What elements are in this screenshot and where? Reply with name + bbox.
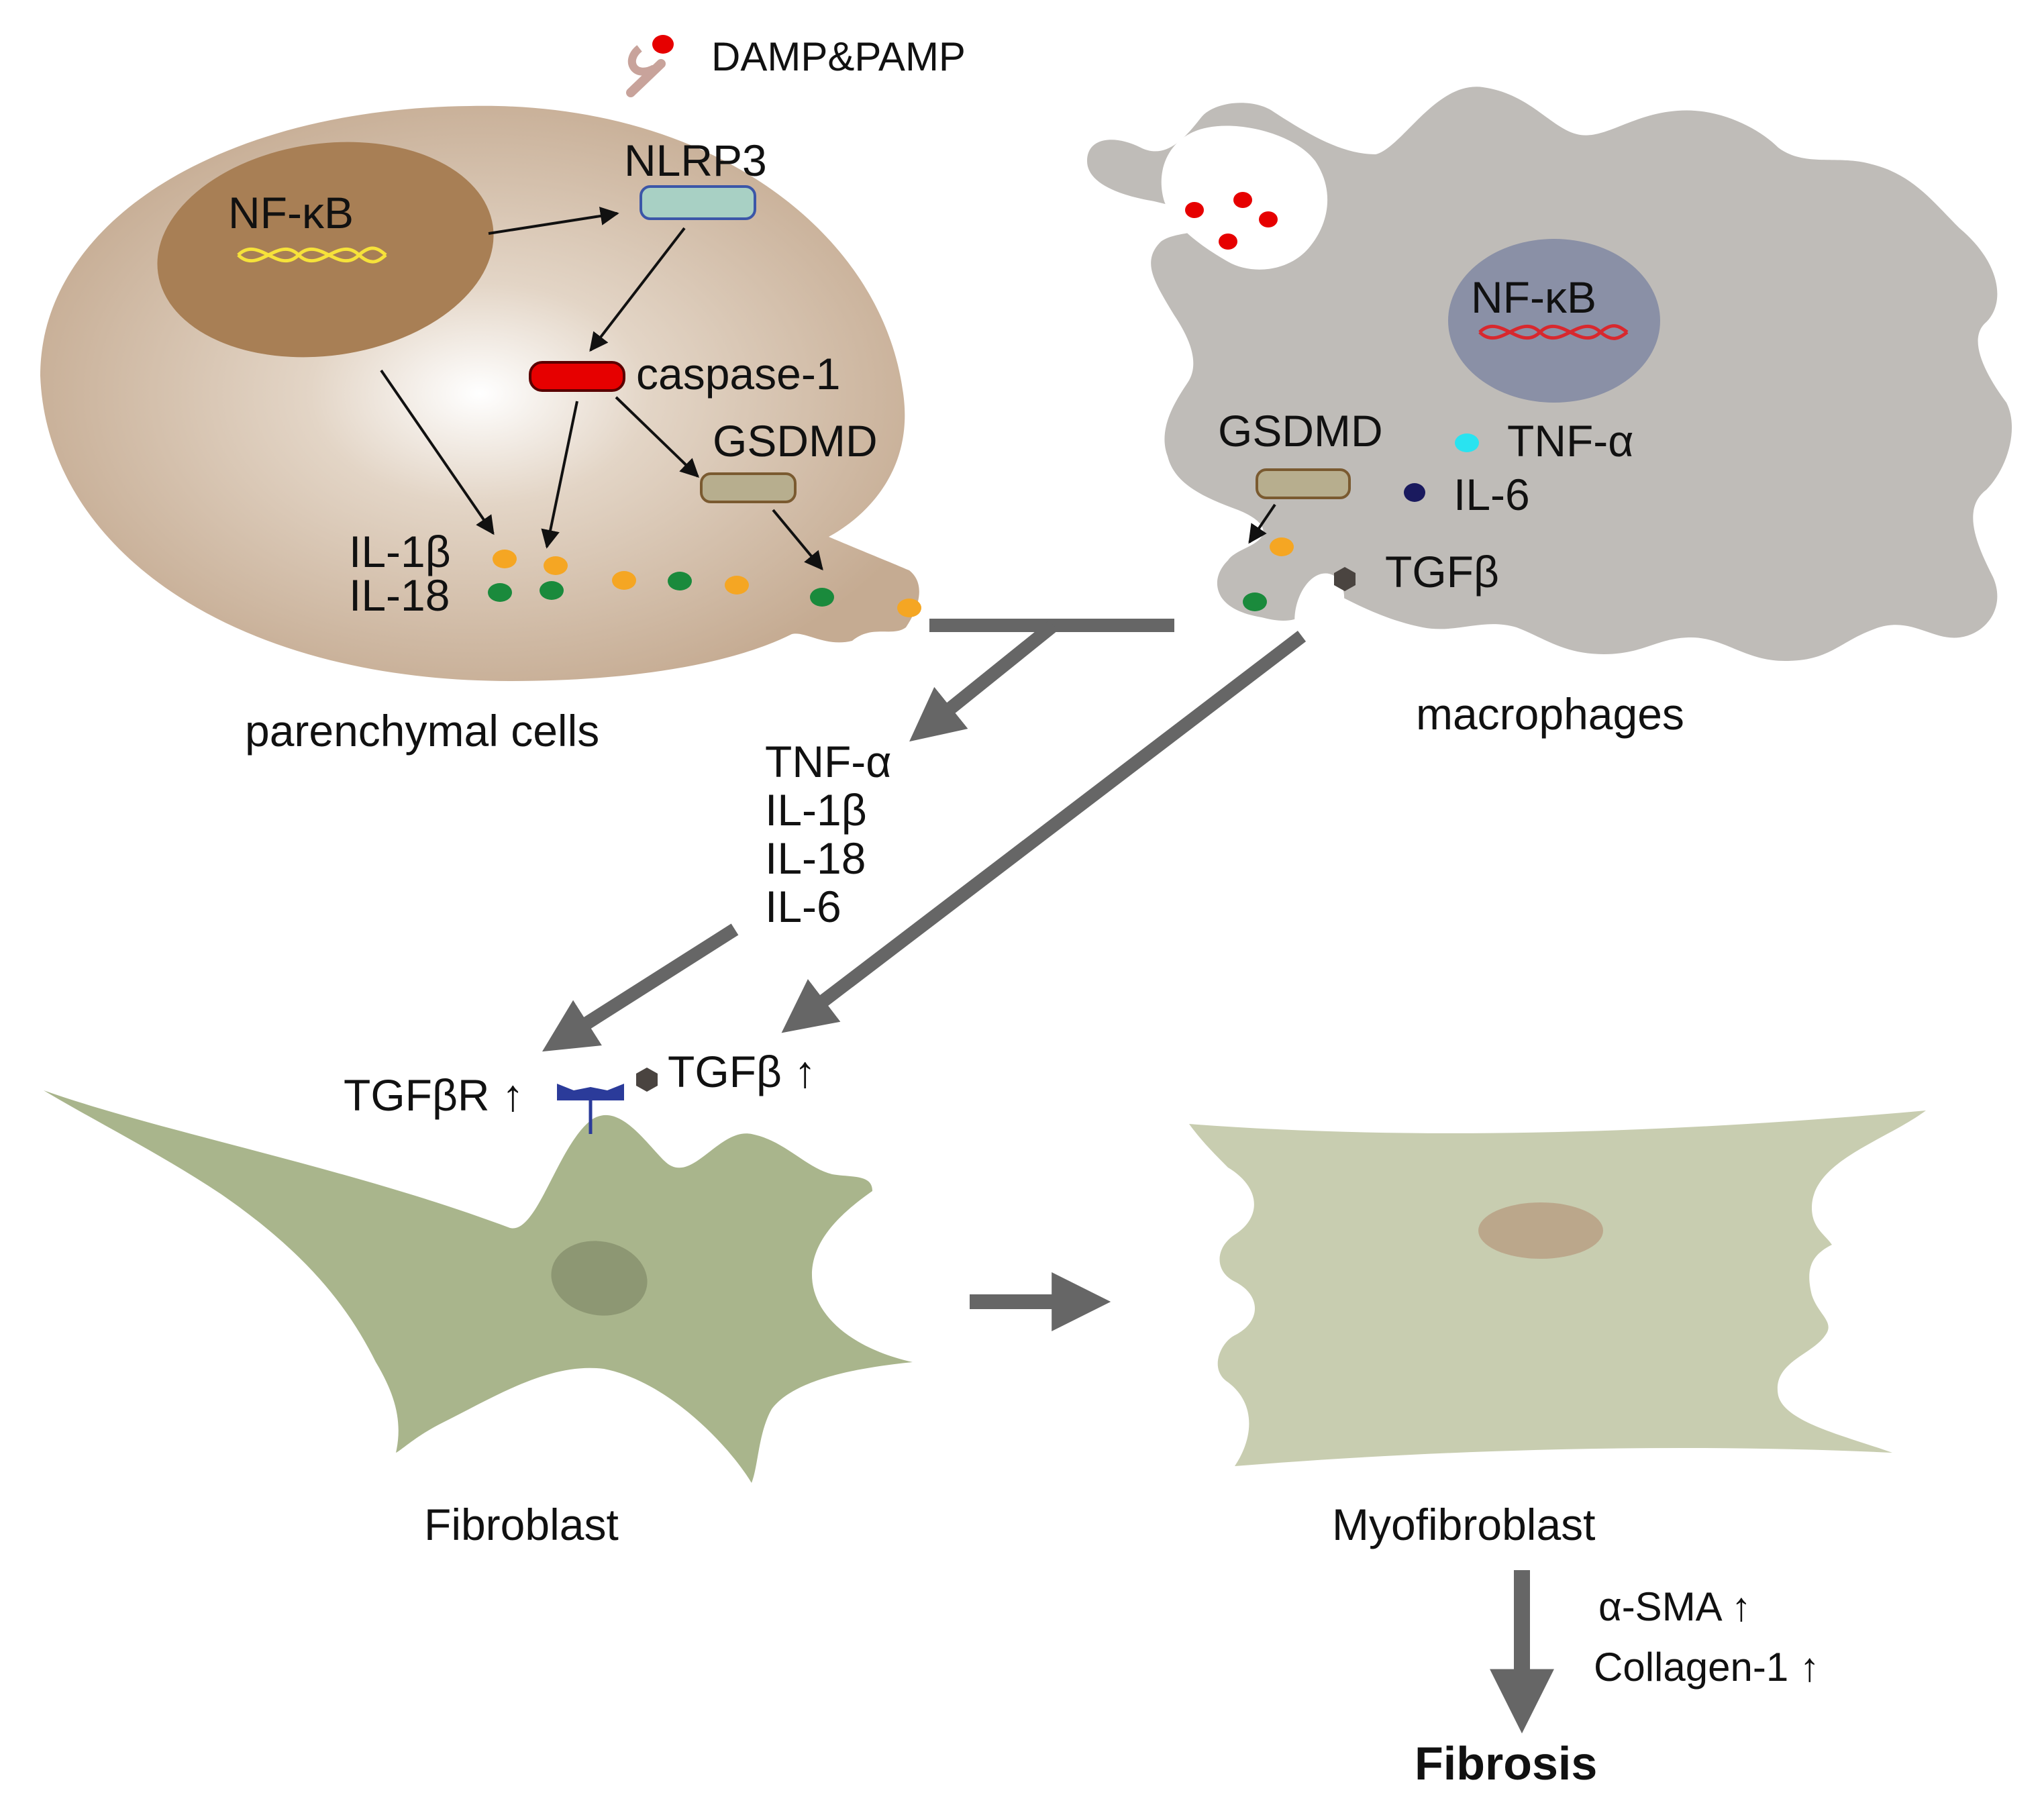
il1b-dot (612, 571, 636, 590)
cytokine-list-item: IL-18 (765, 833, 866, 883)
il18-label: IL-18 (349, 570, 450, 620)
il18-dot (488, 583, 512, 602)
nlrp3-label: NLRP3 (624, 136, 767, 185)
dna-helix-icon (237, 246, 387, 264)
cytokine-list-item: IL-6 (765, 882, 841, 931)
myofibroblast-marker-collagen: Collagen-1 ↑ (1594, 1645, 1820, 1690)
myofibroblast-marker-asma: α-SMA ↑ (1598, 1584, 1751, 1629)
y-receptor-icon (557, 1084, 624, 1134)
dna-helix-icon (1478, 324, 1629, 340)
arrow-gsdmd-to-pore (772, 509, 823, 571)
macrophage-nfkb-label: NF-κB (1471, 272, 1596, 322)
cytokine-list-item: IL-1β (765, 785, 867, 835)
pathogen-dots (1185, 192, 1278, 250)
arrow-nfkb-to-nlrp3 (488, 207, 619, 235)
il18-dot (1243, 592, 1267, 611)
arrow-caspase-to-gsdmd (615, 396, 700, 478)
il1b-dot (1270, 537, 1294, 556)
tnfa-dot (1455, 433, 1479, 452)
il18-dot (668, 572, 692, 590)
fibroblast-body (44, 1090, 913, 1483)
parenchymal-gsdmd-label: GSDMD (713, 416, 878, 466)
il1b-dot (897, 599, 921, 617)
il1b-label: IL-1β (349, 527, 451, 576)
macrophage-tgfb-label: TGFβ (1385, 547, 1499, 597)
il1b-dot (493, 550, 517, 568)
macrophage-secretion-pore (1294, 573, 1345, 633)
fibroblast-caption: Fibroblast (424, 1500, 619, 1549)
myofibroblast-body (1189, 1111, 1926, 1466)
macrophage-cell: NF-κB GSDMD TNF-α IL-6 TGFβ macrophages (1087, 87, 2012, 739)
caspase-1-label: caspase-1 (636, 349, 841, 399)
macrophage-gsdmd-label: GSDMD (1218, 406, 1383, 456)
macrophage-caption: macrophages (1416, 689, 1684, 739)
parenchymal-nucleus (157, 142, 494, 358)
parenchymal-gsdmd-box (700, 472, 797, 503)
myofibroblast-nucleus (1478, 1202, 1603, 1259)
il6-dot (1404, 483, 1425, 502)
macrophage-gsdmd-box (1256, 468, 1351, 499)
arrow-to-cytokines (909, 620, 1058, 742)
fibroblast-cell: TGFβR ↑ TGFβ ↑ Fibroblast (44, 1047, 913, 1549)
arrow-gsdmd-to-pore-mac (1248, 503, 1276, 544)
arrow-nfkb-to-il1b (380, 369, 495, 535)
myofibroblast-caption: Myofibroblast (1332, 1500, 1596, 1549)
cytokine-dots (488, 550, 921, 617)
arrow-caspase-to-il1b (541, 401, 578, 549)
damp-pamp-label: DAMP&PAMP (711, 34, 966, 79)
macrophage-il6-label: IL-6 (1453, 470, 1530, 519)
arrow-macrophage-to-tgfb (781, 631, 1307, 1033)
il18-dot (540, 581, 564, 600)
macrophage-tnfa-label: TNF-α (1507, 416, 1633, 466)
fibroblast-nucleus (551, 1241, 648, 1316)
il1b-dot (544, 556, 568, 575)
parenchymal-cell: NF-κB NLRP3 caspase-1 GSDMD IL-1β IL-18 (40, 34, 966, 756)
il18-dot (810, 588, 834, 607)
macrophage-nucleus (1448, 239, 1660, 403)
caspase-1-box (529, 361, 625, 392)
myofibroblast-cell: Myofibroblast α-SMA ↑ Collagen-1 ↑ (1189, 1111, 1926, 1690)
fibroblast-tgfb-label: TGFβ ↑ (668, 1047, 816, 1096)
ligand-receptor-icon (626, 35, 674, 97)
arrow-cytokines-to-receptor (542, 923, 739, 1052)
tgfb-hexagon (1334, 567, 1356, 591)
arrow-nlrp3-to-caspase (589, 227, 686, 352)
tgfbr-label: TGFβR ↑ (344, 1070, 524, 1120)
tgfb-hexagon (636, 1068, 658, 1092)
parenchymal-nfkb-label: NF-κB (228, 188, 354, 238)
nlrp3-box (640, 185, 756, 220)
parenchymal-caption: parenchymal cells (245, 706, 599, 756)
cytokine-list-item: TNF-α (765, 737, 891, 786)
il1b-dot (725, 576, 749, 595)
cytokine-list: TNF-α IL-1β IL-18 IL-6 (765, 737, 891, 931)
fibrosis-label: Fibrosis (1415, 1737, 1597, 1790)
signal-arrows (542, 619, 1554, 1734)
